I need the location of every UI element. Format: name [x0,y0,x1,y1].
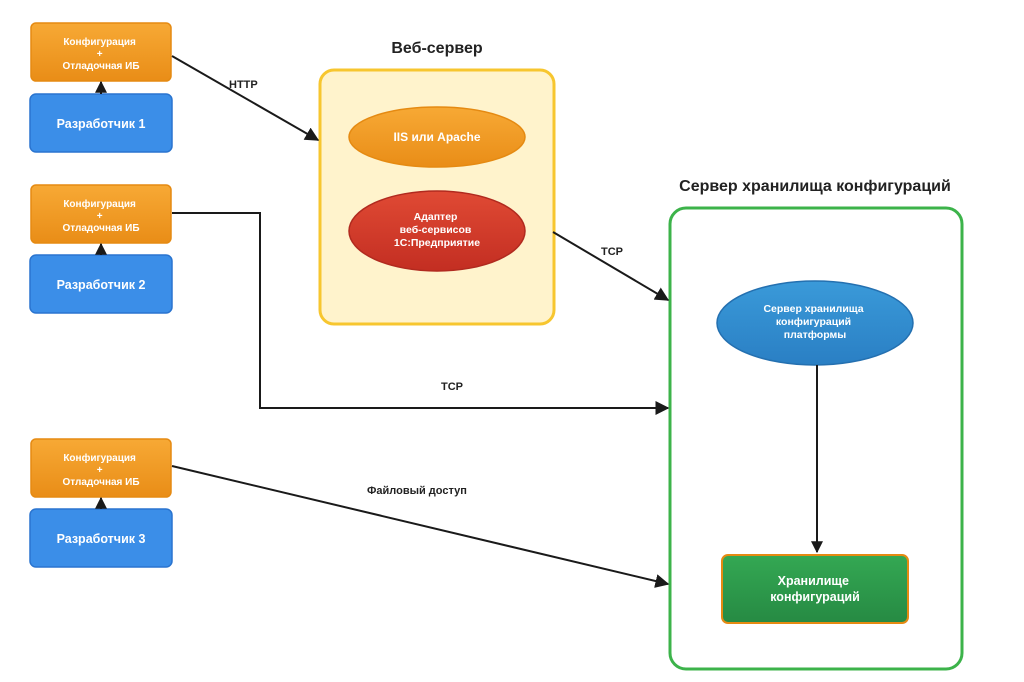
config-label-line: Конфигурация [63,452,136,464]
config-label-line: + [97,211,103,222]
storage-server-label-line: конфигураций [776,316,851,328]
adapter-label-line: веб-сервисов [400,224,472,236]
config-label-line: + [97,49,103,60]
iis-apache-label: IIS или Apache [393,130,480,144]
configuration-storage-label: Хранилище конфигураций [770,574,860,604]
configuration-storage-node [721,554,909,624]
http-label: HTTP [229,79,258,91]
config-label-line: Отладочная ИБ [62,61,139,72]
tcp-direct-label: TCP [441,381,463,393]
storage-server-label-line: платформы [784,329,846,341]
developer-3-label: Разработчик 3 [57,532,146,546]
storage-server-label: Сервер хранилища конфигураций платформы [763,303,866,341]
configuration-storage-label-line: конфигураций [770,590,860,604]
adapter-label-line: Адаптер [414,211,458,223]
dev2-config-label: Конфигурация + Отладочная ИБ [62,198,139,234]
config-label-line: Конфигурация [63,36,136,48]
http-connection [171,55,320,141]
adapter-node [348,190,526,272]
config-label-line: Отладочная ИБ [62,223,139,234]
iis-apache-node [348,106,526,168]
dev1-config-label: Конфигурация + Отладочная ИБ [62,36,139,72]
config-label-line: Отладочная ИБ [62,477,139,488]
config-label-line: Конфигурация [63,198,136,210]
storage-server-label-line: Сервер хранилища [763,303,863,315]
tcp-direct-connection [172,212,670,415]
tcp-web-label: TCP [601,246,623,258]
developer-2-label: Разработчик 2 [57,278,146,292]
dev3-config-label: Конфигурация + Отладочная ИБ [62,452,139,488]
file-access-label: Файловый доступ [367,485,467,497]
adapter-label-line: 1С:Предприятие [394,237,480,249]
configuration-storage-label-line: Хранилище [778,574,849,588]
config-label-line: + [97,465,103,476]
tcp-web-connection [552,231,670,301]
developer-1-label: Разработчик 1 [57,117,146,131]
storage-server-title: Сервер хранилища конфигураций [679,178,951,195]
storage-server-node [716,280,914,366]
file-access-connection [171,465,670,588]
web-server-title: Веб-сервер [391,40,483,57]
adapter-label: Адаптер веб-сервисов 1С:Предприятие [394,211,480,249]
